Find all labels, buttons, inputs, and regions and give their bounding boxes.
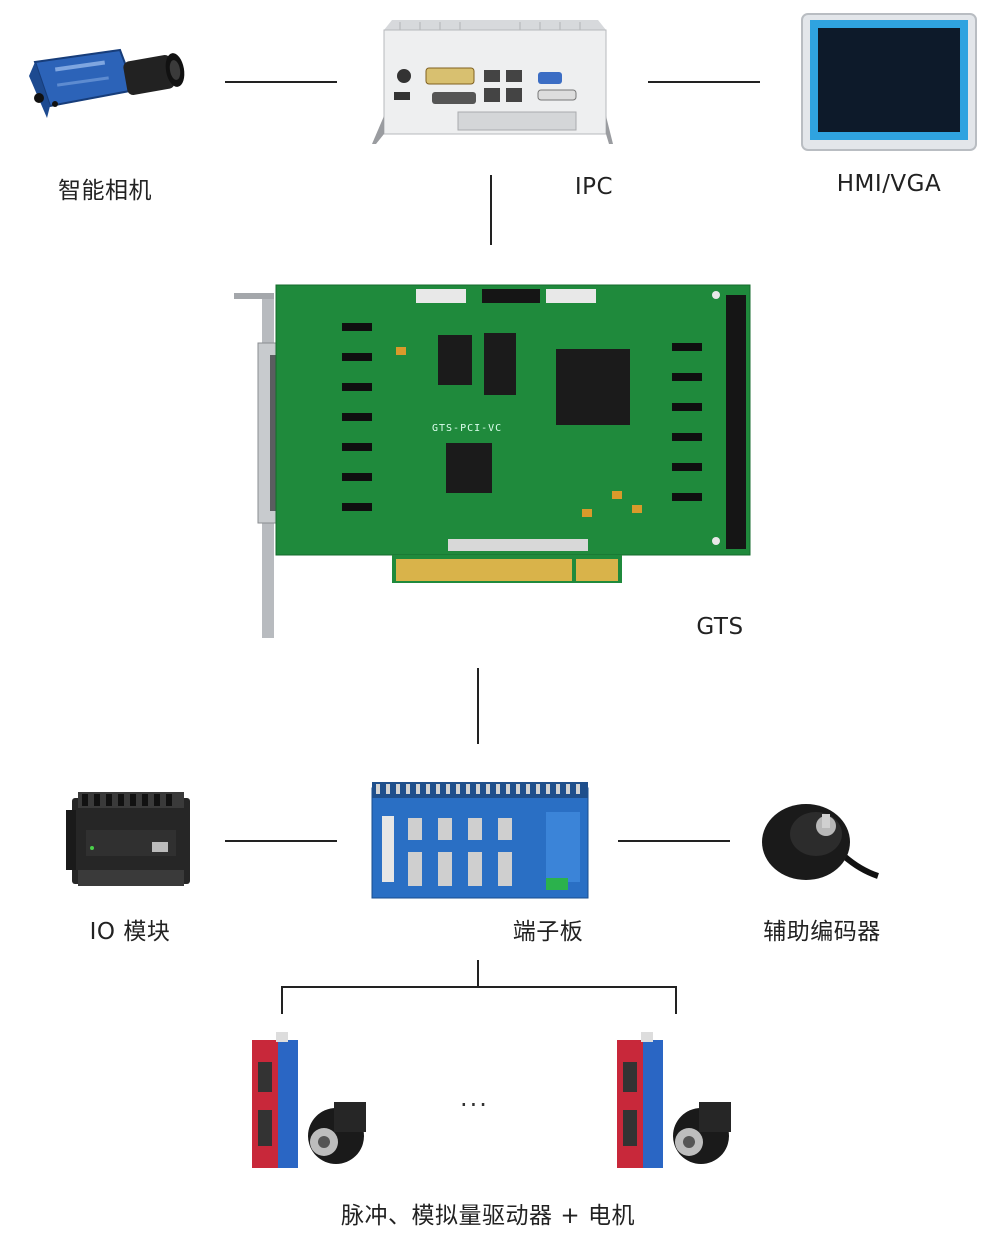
gts-board-text: GTS-PCI-VC [432, 423, 503, 434]
rotary-encoder-icon [760, 800, 880, 884]
terminal-label: 端子板 [512, 919, 584, 945]
line-terminal-encoder [618, 840, 730, 842]
touch-monitor-icon [800, 12, 978, 152]
camera-label: 智能相机 [58, 178, 152, 204]
drives-label: 脉冲、模拟量驱动器 + 电机 [341, 1203, 635, 1229]
industrial-pc-icon [370, 20, 615, 145]
line-camera-ipc [225, 81, 337, 83]
encoder-label: 辅助编码器 [763, 919, 881, 945]
line-gts-terminal [477, 668, 479, 744]
io-module-icon [66, 790, 194, 890]
terminal-board-icon [370, 782, 590, 900]
ipc-label: IPC [574, 174, 614, 200]
drives-ellipsis: ... [460, 1084, 489, 1112]
io-label: IO 模块 [89, 919, 171, 945]
motion-control-card-icon: GTS-PCI-VC [232, 283, 752, 641]
smart-camera-icon [25, 40, 190, 122]
line-drive-left-drop [281, 986, 283, 1014]
line-drive-bus [281, 986, 677, 988]
line-io-terminal [225, 840, 337, 842]
hmi-label: HMI/VGA [836, 171, 942, 197]
line-ipc-gts [490, 175, 492, 245]
line-drive-right-drop [675, 986, 677, 1014]
gts-label: GTS [696, 614, 744, 640]
line-terminal-trunk [477, 960, 479, 987]
line-ipc-hmi [648, 81, 760, 83]
servo-drive-motor-icon [248, 1032, 373, 1172]
servo-drive-motor-icon-2 [613, 1032, 738, 1172]
